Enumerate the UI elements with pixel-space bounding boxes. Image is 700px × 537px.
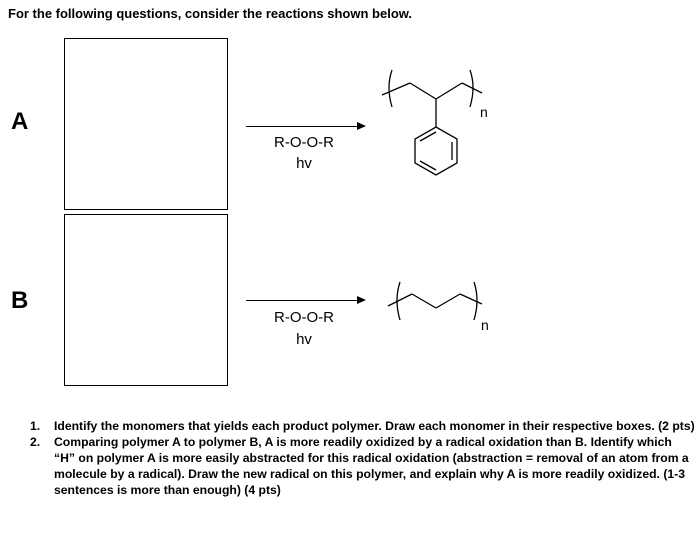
question-text: Comparing polymer A to polymer B, A is m… (54, 435, 689, 497)
reaction-a-label: A (11, 108, 29, 135)
question-number: 2. (30, 435, 41, 449)
reaction-a-arrow (246, 122, 366, 130)
reaction-b-arrow (246, 296, 366, 304)
question-text: Identify the monomers that yields each p… (54, 419, 695, 433)
reaction-a-condition: hv (296, 155, 312, 172)
question-item: 1. Identify the monomers that yields eac… (30, 418, 695, 434)
reaction-a-reagent: R-O-O-R (274, 134, 334, 151)
question-number: 1. (30, 419, 41, 433)
question-list: 1. Identify the monomers that yields eac… (30, 418, 695, 498)
question-item: 2. Comparing polymer A to polymer B, A i… (30, 434, 695, 498)
repeat-subscript-a: n (480, 104, 488, 120)
monomer-b-drawing-box[interactable] (64, 214, 228, 386)
reaction-b-condition: hv (296, 331, 312, 348)
reaction-b-reagent: R-O-O-R (274, 309, 334, 326)
polystyrene-structure: n (381, 69, 488, 176)
repeat-subscript-b: n (481, 317, 489, 333)
polyethylene-structure: n (387, 281, 489, 333)
monomer-a-drawing-box[interactable] (64, 38, 228, 210)
reaction-b-label: B (11, 287, 29, 314)
instructions-heading: For the following questions, consider th… (8, 6, 412, 21)
